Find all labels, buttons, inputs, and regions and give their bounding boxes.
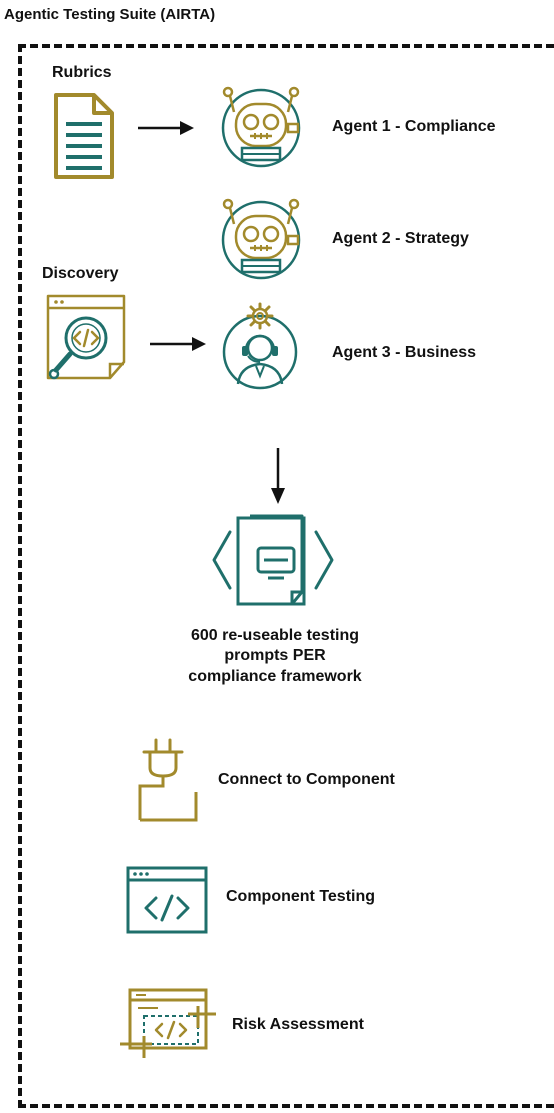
robot-icon: [221, 198, 301, 280]
agent2-label: Agent 2 - Strategy: [332, 230, 469, 247]
agent1-label: Agent 1 - Compliance: [332, 118, 496, 135]
suite-title: Agentic Testing Suite (AIRTA): [4, 6, 216, 23]
prompts-description: 600 re-useable testing prompts PER compl…: [140, 626, 410, 687]
connect-label: Connect to Component: [218, 771, 395, 788]
code-select-icon: [120, 988, 216, 1058]
robot-icon: [221, 86, 301, 168]
rubrics-label: Rubrics: [52, 64, 112, 81]
arrow-rubrics-to-agent1: [138, 121, 194, 135]
code-search-icon: [46, 294, 126, 380]
prompts-line-2: prompts PER: [224, 647, 326, 665]
suite-boundary: [18, 44, 554, 1108]
discovery-label: Discovery: [42, 265, 119, 282]
code-window-icon: [126, 866, 208, 934]
testing-label: Component Testing: [226, 888, 376, 905]
arrow-agents-to-prompts: [271, 448, 285, 504]
support-agent-icon: [222, 302, 298, 390]
code-files-icon: [212, 514, 334, 606]
agent3-label: Agent 3 - Business: [332, 344, 477, 361]
arrow-discovery-to-agent3: [150, 337, 206, 351]
prompts-line-1: 600 re-useable testing: [190, 627, 360, 644]
plug-icon: [138, 738, 198, 822]
document-icon: [54, 93, 114, 179]
prompts-line-3: compliance framework: [188, 667, 362, 685]
risk-label: Risk Assessment: [232, 1016, 364, 1033]
